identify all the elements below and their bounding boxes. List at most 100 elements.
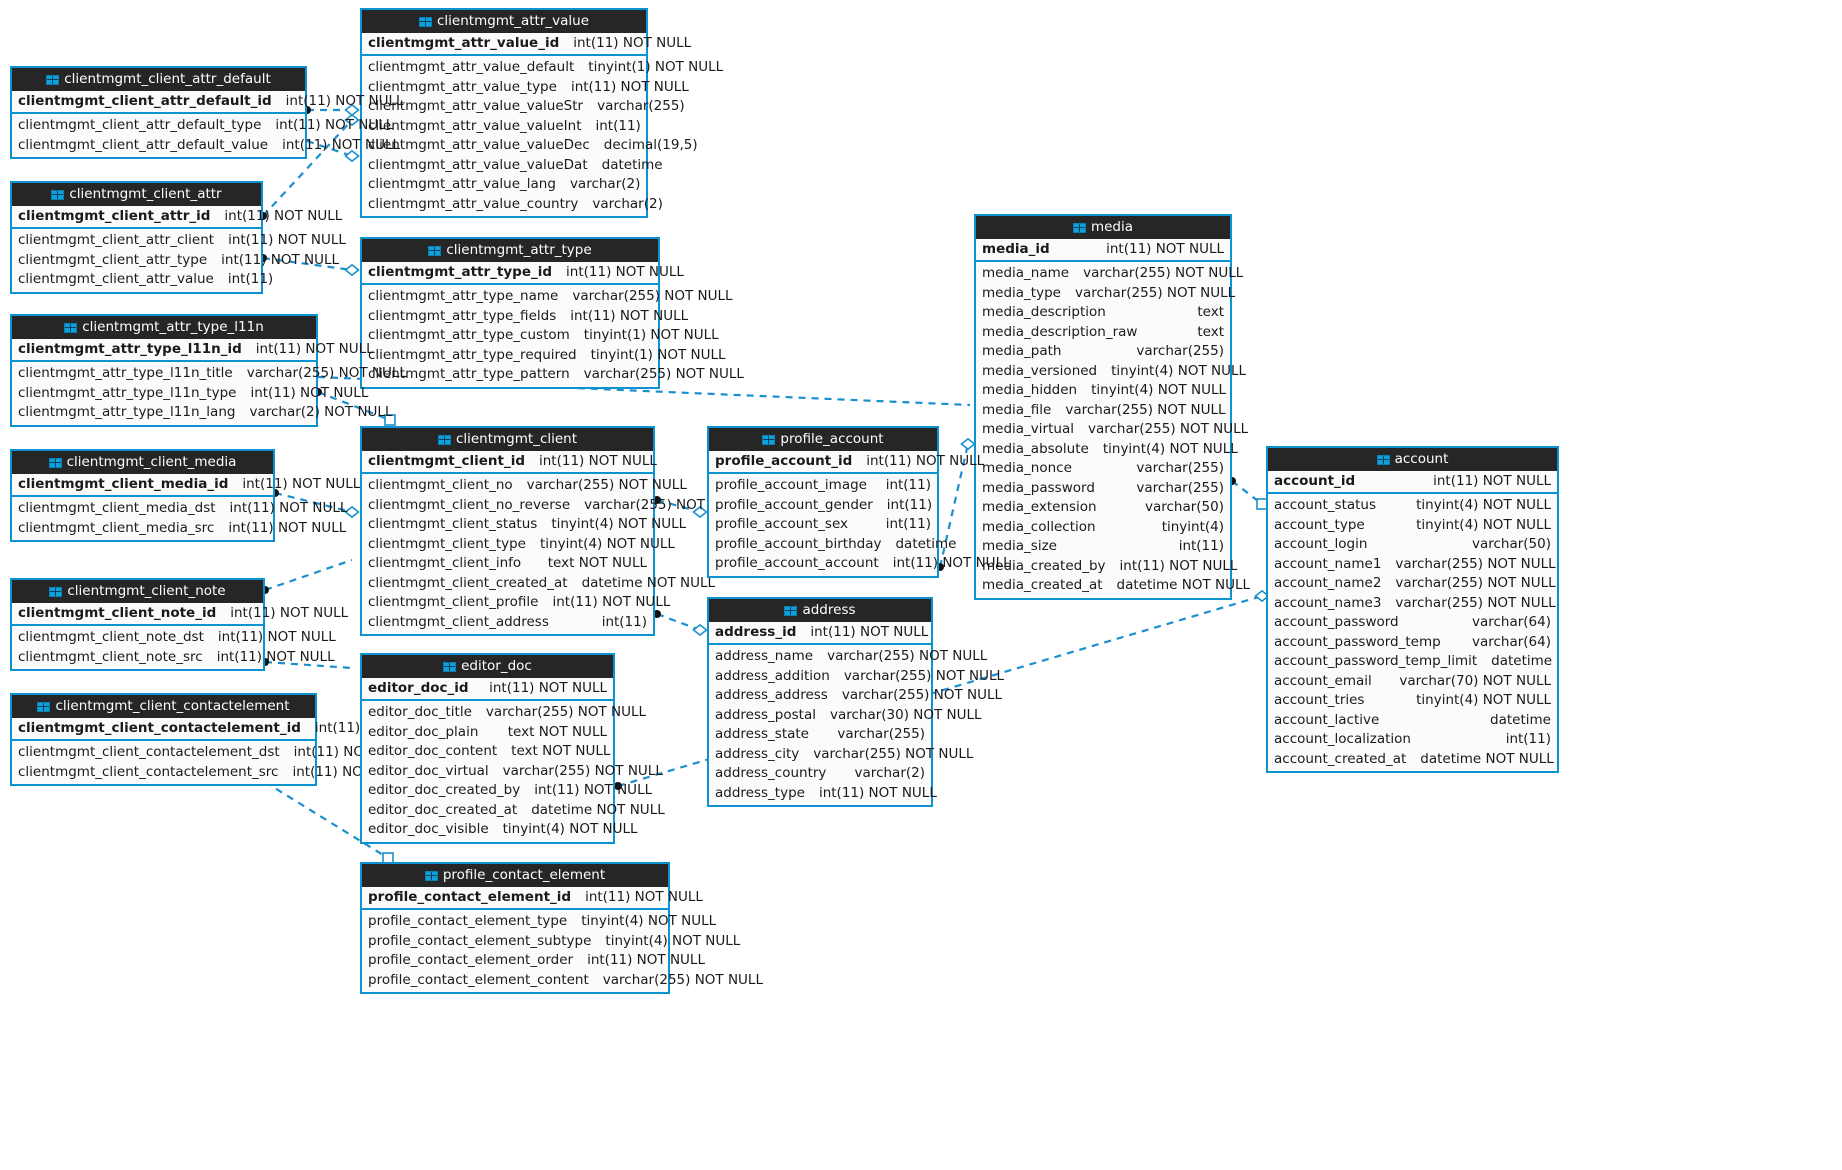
table-header-media[interactable]: media: [976, 216, 1230, 239]
table-header-clientmgmt_client_media[interactable]: clientmgmt_client_media: [12, 451, 273, 474]
table-header-profile_contact_element[interactable]: profile_contact_element: [362, 864, 668, 887]
table-header-account[interactable]: account: [1268, 448, 1557, 471]
table-header-clientmgmt_client[interactable]: clientmgmt_client: [362, 428, 653, 451]
table-header-editor_doc[interactable]: editor_doc: [362, 655, 613, 678]
table-header-profile_account[interactable]: profile_account: [709, 428, 937, 451]
table-header-clientmgmt_attr_value[interactable]: clientmgmt_attr_value: [362, 10, 646, 33]
table-clientmgmt_client_media[interactable]: clientmgmt_client_media clientmgmt_client…: [10, 449, 360, 542]
table-header-clientmgmt_client_note[interactable]: clientmgmt_client_note: [12, 580, 263, 603]
table-header-clientmgmt_client_contactelement[interactable]: clientmgmt_client_contactelement: [12, 695, 315, 718]
table-clientmgmt_attr_value[interactable]: clientmgmt_attr_value clientmgmt_attr_val…: [360, 8, 723, 218]
table-header-clientmgmt_client_attr_default[interactable]: clientmgmt_client_attr_default: [12, 68, 305, 91]
table-header-clientmgmt_attr_type[interactable]: clientmgmt_attr_type: [362, 239, 658, 262]
